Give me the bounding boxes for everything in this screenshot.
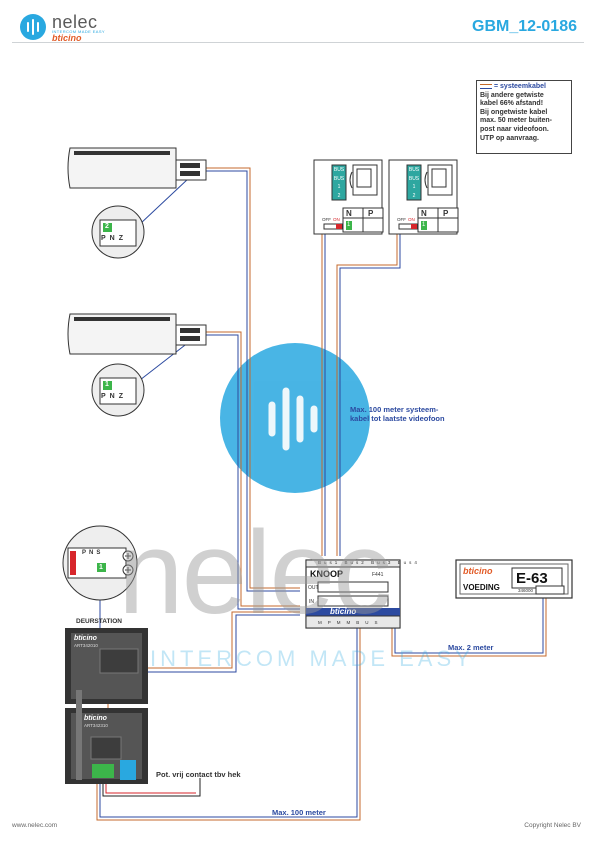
deurstation-zoom-value: 1 [99, 564, 103, 571]
legend-line: Bij andere getwiste [480, 91, 544, 99]
bus-label: Bus2 [344, 560, 367, 565]
knoop-module [305, 559, 401, 629]
nelec-logo-icon [20, 14, 46, 40]
document-code: GBM_12-0186 [472, 18, 577, 35]
terminal-label: 2 [337, 192, 341, 199]
cable-swatch-icon [480, 83, 492, 89]
legend-title: = systeemkabel [480, 83, 568, 92]
deurstation-zoom-terminals: PNS [82, 550, 103, 556]
knoop-title: KNOOP [310, 569, 344, 579]
bus-label: M [346, 620, 357, 625]
terminal-label: 1 [412, 184, 416, 190]
brand-tagline: INTERCOM MADE EASY [52, 29, 105, 34]
knoop-bus-top: Bus1 Bus2 Bus3 Bus4 [318, 560, 420, 565]
caller-top-terminal-zoom [91, 205, 145, 259]
vp2-on-label: ON [408, 217, 415, 222]
caller-mid-code: 1 [105, 381, 109, 388]
terminal-label: 1 [337, 184, 341, 190]
pot-contact-label: Pot. vrij contact tbv hek [156, 770, 241, 779]
voeding-model: 346000 [518, 588, 534, 593]
legend-line: Bij ongetwiste kabel [480, 108, 548, 116]
legend-box: = systeemkabel Bij andere getwiste kabel… [476, 80, 572, 154]
caller-unit-mid [67, 313, 207, 355]
videophone-2 [388, 159, 459, 235]
bus-label: Bus3 [371, 560, 394, 565]
footer-copyright: Copyright Nelec BV [524, 822, 581, 829]
caller-top-code: 2 [105, 223, 109, 230]
videophone-1 [313, 159, 384, 235]
max-2-label: Max. 2 meter [448, 643, 494, 652]
max-100-label: Max. 100 meter [272, 808, 326, 817]
terminal-label: BUS [333, 175, 345, 182]
knoop-model: F441 [372, 572, 384, 578]
bus-label: PM [327, 620, 347, 625]
vp1-n-value: 1 [347, 222, 351, 228]
max-100-system-line-2: kabel tot laatste videofoon [350, 414, 445, 423]
footer-website: www.nelec.com [12, 822, 58, 829]
knoop-brand: bticino [330, 607, 357, 616]
vp1-n-label: N [346, 209, 352, 218]
terminal-label: BUS [408, 175, 420, 182]
terminal-n: N [109, 235, 119, 242]
bus-label: M [318, 620, 328, 625]
bus-label: Bus1 [318, 560, 341, 565]
knoop-bus-bottom: MPMMBUS [318, 620, 384, 625]
terminal-p: P [82, 550, 90, 556]
max-100-system-label: Max. 100 meter systeem- kabel tot laatst… [350, 405, 445, 423]
vp2-n-value: 1 [422, 222, 426, 228]
voeding-module [455, 559, 573, 599]
knoop-in-label: IN [309, 599, 314, 605]
voeding-name: VOEDING [463, 583, 500, 592]
terminal-z: Z [118, 235, 128, 242]
deurstation-panel [65, 628, 148, 784]
legend-line: UTP op aanvraag. [480, 134, 540, 142]
max-100-system-line-1: Max. 100 meter systeem- [350, 405, 439, 414]
vp2-off-label: OFF [397, 217, 406, 222]
terminal-s: S [96, 550, 104, 556]
vp1-off-label: OFF [322, 217, 331, 222]
partner-brand: bticino [52, 33, 82, 43]
terminal-n: N [109, 393, 119, 400]
videophone-2-labels: BUS BUS 1 2 [408, 166, 420, 200]
watermark-wordmark: nelec [118, 507, 392, 639]
voeding-code: E-63 [516, 570, 548, 587]
deurstation-title: DEURSTATION [76, 618, 122, 625]
vp1-on-label: ON [333, 217, 340, 222]
watermark-bars-icon [268, 387, 318, 451]
brand-name: nelec [52, 12, 98, 32]
voeding-brand: bticino [463, 566, 493, 576]
knoop-out-label: OUT [308, 585, 319, 591]
terminal-label: BUS [408, 167, 420, 173]
caller-mid-terminal-zoom [91, 363, 145, 417]
caller-top-terminals: PNZ [101, 235, 127, 242]
vp1-p-label: P [368, 209, 374, 218]
watermark-tagline: INTERCOM MADE EASY [150, 646, 474, 671]
videophone-1-labels: BUS BUS 1 2 [333, 166, 345, 200]
terminal-label: 2 [412, 192, 416, 199]
legend-line: max. 50 meter buiten- [480, 117, 552, 125]
legend-line: kabel 66% afstand! [480, 100, 544, 108]
vp2-p-label: P [443, 209, 449, 218]
deurstation-brand-top: bticino [74, 635, 97, 642]
bus-label: Bus4 [397, 560, 420, 565]
deurstation-brand-bottom: bticino [84, 715, 107, 722]
module-bottom-code: ART342310 [84, 723, 108, 728]
legend-line: post naar videofoon. [480, 125, 549, 133]
deurstation-terminal-zoom [62, 525, 138, 601]
bus-label: BUS [356, 620, 384, 625]
caller-mid-terminals: PNZ [101, 393, 127, 400]
terminal-label: BUS [333, 167, 345, 173]
terminal-n: N [89, 550, 97, 556]
terminal-z: Z [118, 393, 128, 400]
watermark-circle [220, 343, 370, 493]
terminal-p: P [101, 235, 110, 242]
caller-unit-top [67, 147, 207, 189]
vp2-n-label: N [421, 209, 427, 218]
terminal-p: P [101, 393, 110, 400]
header-divider [12, 42, 584, 43]
module-top-code: ART342010 [74, 643, 98, 648]
